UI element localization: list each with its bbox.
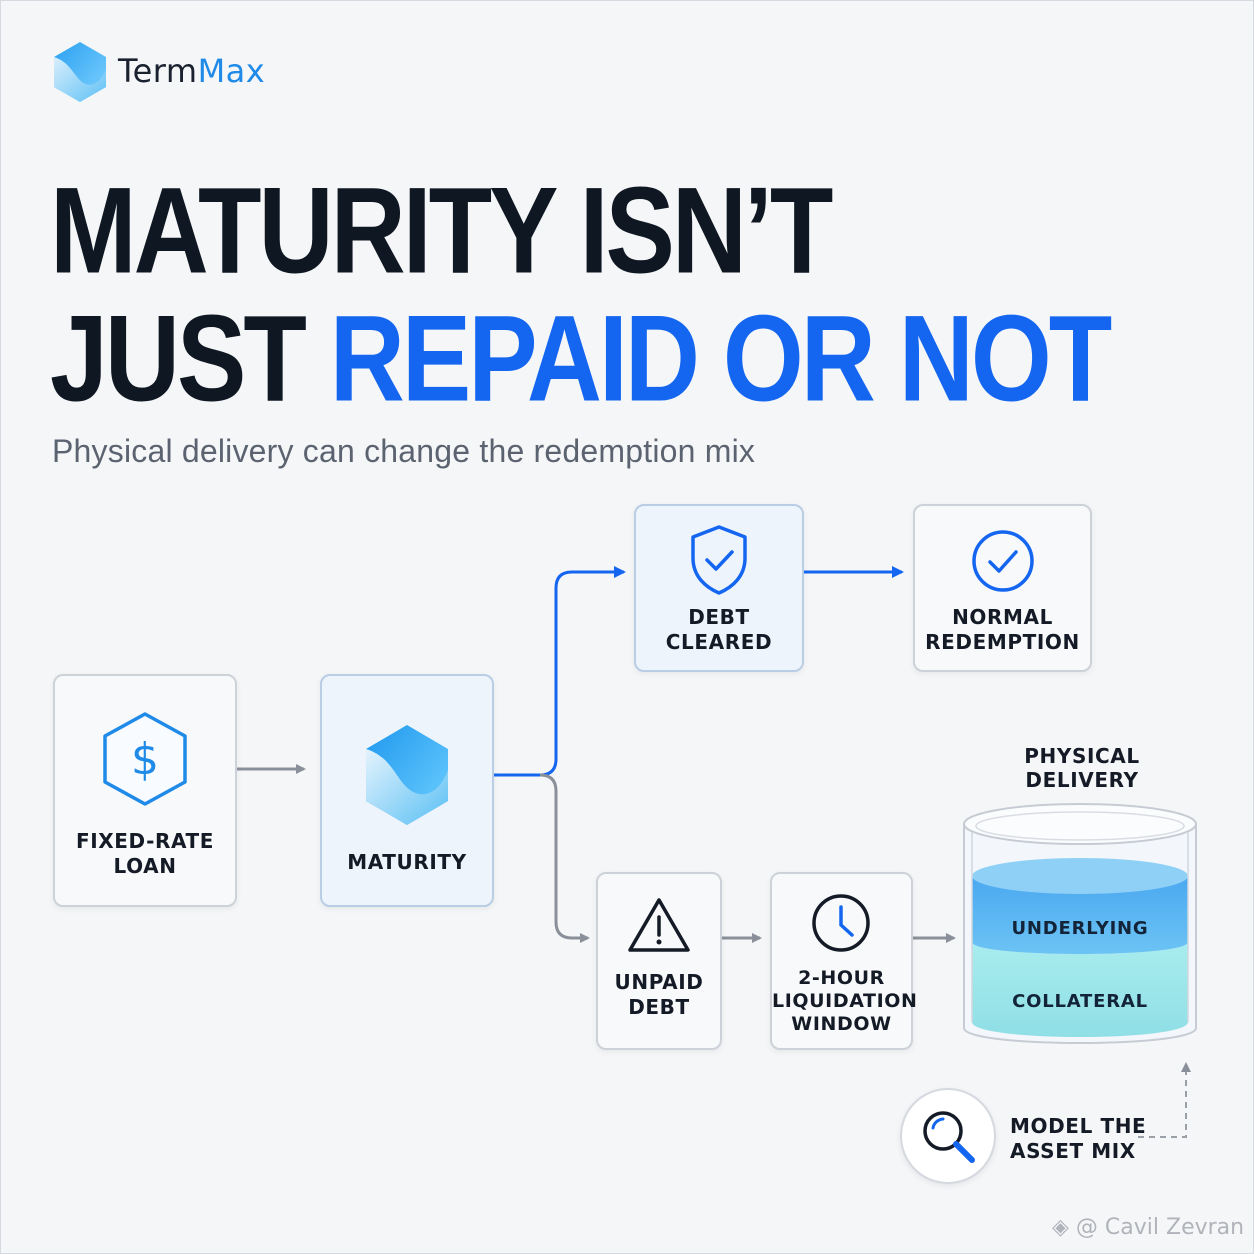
brand-name-part2: Max <box>197 52 266 90</box>
debt-cleared-card: DEBT CLEARED <box>634 504 804 672</box>
magnifier-icon <box>923 1111 975 1163</box>
maturity-card: MATURITY <box>320 674 494 907</box>
debt-cleared-label: DEBT CLEARED <box>665 605 773 654</box>
termmax-logo-icon <box>54 42 106 102</box>
unpaid-debt-label: UNPAID DEBT <box>614 970 704 1019</box>
check-circle-icon <box>972 530 1034 592</box>
brand-name: TermMax <box>118 52 265 90</box>
headline-plain: JUST <box>50 290 307 428</box>
maturity-label: MATURITY <box>347 850 467 874</box>
liquidation-window-label: 2-HOUR LIQUIDATION WINDOW <box>772 967 918 1035</box>
arrow-maturity-to-unpaid-debt <box>539 773 590 943</box>
liquidation-window-card: 2-HOUR LIQUIDATION WINDOW <box>770 872 918 1050</box>
headline-line-2: JUST REPAID OR NOT <box>50 298 1112 421</box>
dashed-arrow-model-to-delivery <box>1138 1062 1191 1138</box>
model-asset-mix-label: MODEL THE ASSET MIX <box>1010 1114 1147 1163</box>
model-asset-mix-button[interactable] <box>900 1088 996 1184</box>
underlying-layer-label: UNDERLYING <box>1011 918 1149 939</box>
physical-delivery-cylinder <box>963 803 1197 1044</box>
svg-text:$: $ <box>131 734 159 785</box>
collateral-layer-label: COLLATERAL <box>1012 991 1148 1012</box>
fixed-rate-loan-card: $ FIXED-RATE LOAN <box>53 674 237 907</box>
unpaid-debt-card: UNPAID DEBT <box>596 872 722 1050</box>
warning-triangle-icon <box>628 898 690 952</box>
normal-redemption-card: NORMAL REDEMPTION <box>913 504 1092 672</box>
watermark-text: @ Cavil Zevran <box>1075 1215 1245 1240</box>
clock-icon <box>812 894 870 952</box>
watermark-diamond-icon: ◈ <box>1052 1215 1076 1240</box>
headline-accent: REPAID OR NOT <box>329 290 1113 428</box>
fixed-rate-loan-label: FIXED-RATE LOAN <box>75 829 215 878</box>
subtitle: Physical delivery can change the redempt… <box>52 433 756 469</box>
dollar-hexagon-icon: $ <box>103 712 187 806</box>
headline-line-1: MATURITY ISN’T <box>50 162 833 300</box>
arrow-maturity-to-debt-cleared <box>492 566 626 777</box>
normal-redemption-label: NORMAL REDEMPTION <box>925 605 1080 654</box>
physical-delivery-title: PHYSICAL DELIVERY <box>1024 744 1140 792</box>
shield-check-icon <box>691 525 747 595</box>
watermark: ◈ @ Cavil Zevran <box>1052 1215 1244 1240</box>
brand-name-part1: Term <box>118 52 198 90</box>
termmax-cube-icon <box>366 725 448 825</box>
